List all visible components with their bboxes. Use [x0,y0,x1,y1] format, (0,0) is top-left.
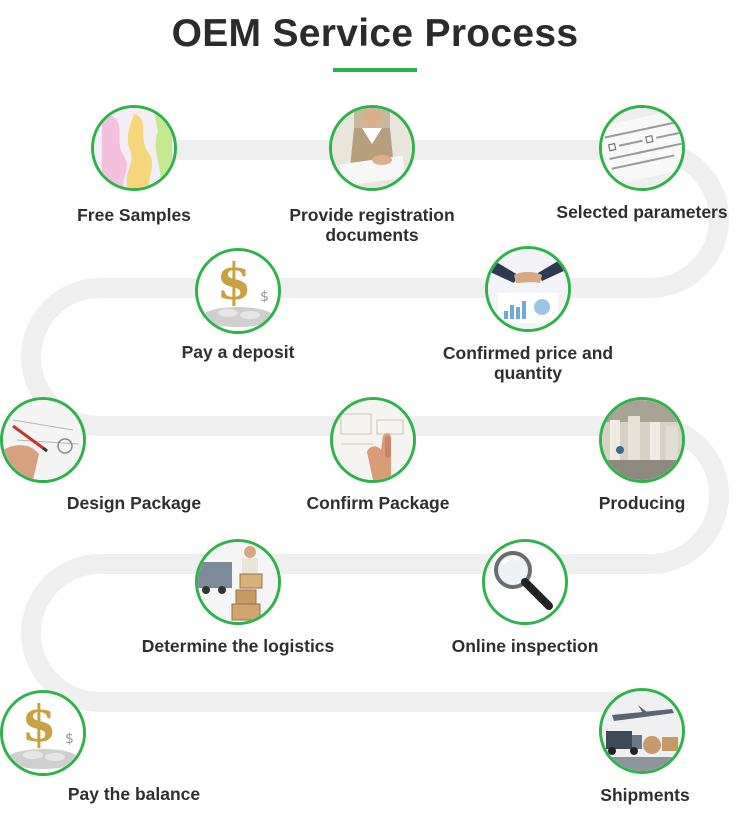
step-image [599,105,685,191]
step-label: Provide registration documents [289,205,455,245]
step-image: $ $ [0,690,86,776]
confirm-icon [333,400,413,480]
step-image [482,539,568,625]
svg-text:$: $ [217,252,252,311]
parameters-icon [602,108,682,188]
step-label: Shipments [600,785,690,805]
svg-text:$: $ [65,731,74,747]
step-label: Determine the logistics [141,636,335,656]
step-image [599,397,685,483]
step-label: Pay the balance [67,784,201,804]
step-image [0,397,86,483]
step-label: Confirmed price and quantity [442,343,614,383]
step-image [330,397,416,483]
shipment-icon [602,691,682,771]
svg-text:$: $ [22,694,57,753]
factory-icon [602,400,682,480]
step-label: Confirm Package [306,493,450,513]
step-image [91,105,177,191]
dollar-icon: $ $ [198,251,278,331]
step-label: Pay a deposit [181,342,295,362]
handshake-icon [488,249,568,329]
step-image [195,539,281,625]
svg-text:$: $ [260,289,269,305]
step-image [329,105,415,191]
logistics-icon [198,542,278,622]
step-label: Design Package [66,493,202,513]
step-image: $ $ [195,248,281,334]
dollar-icon: $ $ [3,693,83,773]
step-label: Free Samples [77,205,191,225]
page-title: OEM Service Process [171,12,579,55]
documents-icon [332,108,412,188]
title-underline [333,68,417,72]
step-label: Selected parameters [556,202,728,222]
design-icon [3,400,83,480]
samples-icon [94,108,174,188]
magnifier-icon [485,542,565,622]
step-label: Producing [598,493,686,513]
step-image [599,688,685,774]
step-image [485,246,571,332]
step-label: Online inspection [451,636,599,656]
